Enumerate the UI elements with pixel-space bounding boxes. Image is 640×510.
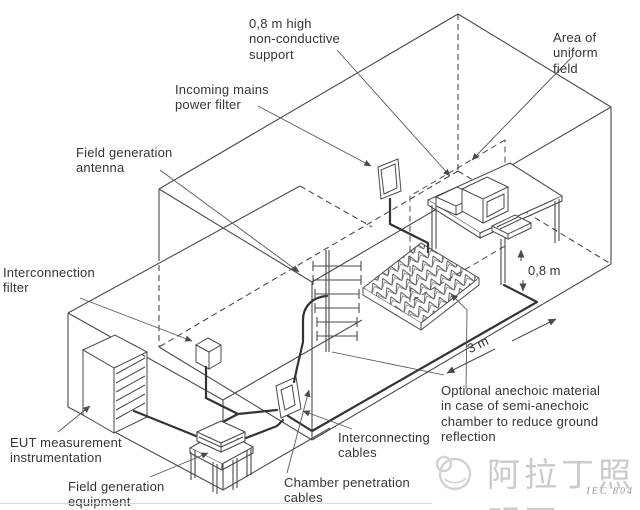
eut-rack bbox=[81, 334, 149, 434]
label-eut-instrumentation: EUT measurement instrumentation bbox=[10, 435, 122, 466]
eut-devices bbox=[434, 176, 533, 240]
label-anechoic-note: Optional anechoic material in case of se… bbox=[441, 383, 601, 444]
chamber-outline bbox=[158, 13, 612, 441]
interconnection-filter-box bbox=[194, 337, 223, 370]
antenna-elements bbox=[312, 261, 362, 341]
equipment-cable bbox=[244, 418, 285, 440]
field-generation-antenna bbox=[312, 250, 362, 352]
filter-to-penetration-cable bbox=[204, 365, 279, 416]
label-interconnecting-cables: Interconnecting cables bbox=[338, 430, 430, 461]
control-room-hidden-edge bbox=[299, 185, 373, 228]
dimension-extension-line bbox=[331, 351, 445, 376]
chamber-vertical-edges bbox=[158, 107, 612, 440]
eut-keyboard bbox=[490, 214, 533, 240]
leader-equipment bbox=[149, 452, 209, 478]
equipment-box bbox=[195, 420, 247, 453]
leader-lines bbox=[57, 49, 573, 478]
antenna-coax-cable bbox=[292, 294, 329, 384]
leader-interconnection-filter bbox=[79, 297, 193, 342]
chamber-roof bbox=[158, 13, 612, 283]
watermark-logo-icon bbox=[435, 455, 472, 491]
leader-eut-rack bbox=[57, 405, 91, 433]
label-support: 0,8 m high non-conductive support bbox=[249, 16, 340, 62]
table-legs bbox=[431, 199, 560, 285]
leader-uniform-field bbox=[471, 56, 573, 161]
rack-shelf-lines bbox=[115, 357, 146, 420]
antenna-mast bbox=[325, 250, 330, 352]
anechoic-absorbers bbox=[362, 242, 480, 331]
figure-reference: IEC 804 bbox=[586, 486, 634, 497]
eut-monitor-screen bbox=[486, 193, 505, 218]
dimension-3m bbox=[331, 318, 557, 376]
label-mains-filter: Incoming mains power filter bbox=[175, 82, 269, 113]
label-uniform-field: Area of uniform field bbox=[553, 30, 598, 76]
chamber-floor-edges bbox=[158, 263, 612, 441]
dimension-0-8m bbox=[517, 249, 527, 292]
watermark-text: 阿拉丁照明网 bbox=[487, 456, 635, 510]
leader-support bbox=[336, 49, 451, 177]
label-interconnection-filter: Interconnection filter bbox=[3, 265, 95, 296]
leader-mains-filter bbox=[257, 105, 372, 167]
rack-cable bbox=[132, 409, 240, 438]
label-field-gen-equipment: Field generation equipment bbox=[68, 479, 165, 510]
leader-anechoic-note bbox=[450, 293, 468, 390]
leader-antenna bbox=[159, 169, 300, 273]
equipment-table-legs bbox=[190, 448, 252, 494]
penetration-plate bbox=[275, 376, 302, 419]
mains-filter-plate bbox=[377, 158, 402, 200]
bottom-rule bbox=[0, 503, 432, 504]
label-antenna: Field generation antenna bbox=[76, 145, 173, 176]
leader-interconnecting-cables bbox=[302, 410, 353, 430]
leader-penetration-cables bbox=[286, 389, 311, 474]
chamber-hidden-edges bbox=[158, 14, 612, 348]
field-generation-equipment bbox=[188, 420, 255, 494]
dimension-0-8m-label: 0,8 m bbox=[528, 263, 561, 278]
label-penetration-cables: Chamber penetration cables bbox=[284, 475, 410, 506]
equipment-table-rim bbox=[189, 447, 254, 471]
